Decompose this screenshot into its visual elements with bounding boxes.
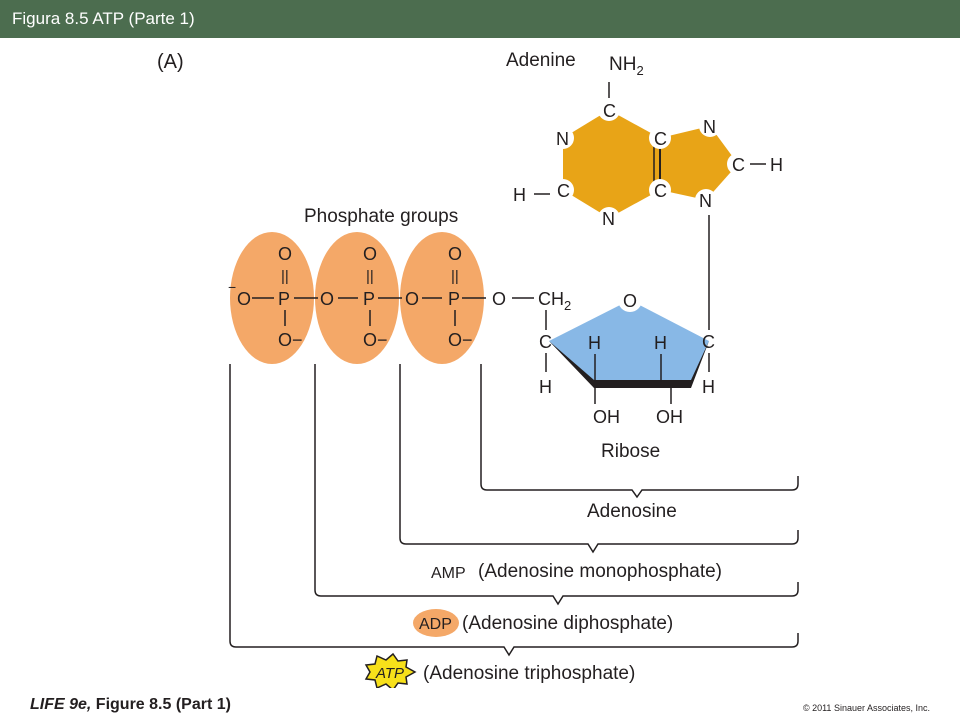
adenine-h-right: H [770, 155, 783, 175]
adp-abbr: ADP [419, 616, 452, 633]
adenine-amine: NH2 [609, 54, 644, 78]
ribose-oh-right: OH [656, 407, 683, 427]
atom-c4: C [557, 181, 570, 201]
p2-top-o: O [363, 244, 377, 264]
p3-top-o: O [448, 244, 462, 264]
adenine-five-ring [660, 126, 738, 200]
ribose-label: Ribose [601, 441, 660, 462]
adenine-atoms: C N C C C N N C N [552, 99, 749, 229]
ribose-h-c2: H [588, 333, 601, 353]
p1-top-o: O [278, 244, 292, 264]
ribose-bold-edge [549, 341, 709, 388]
figure-citation: LIFE 9e, Figure 8.5 (Part 1) [30, 696, 231, 714]
phosphate-groups: Phosphate groups − O O || P O− O O || P … [228, 206, 534, 364]
ribose-molecule: O CH2 C H C H H H OH OH Ribose [538, 288, 715, 462]
amp-name: (Adenosine monophosphate) [478, 561, 722, 582]
adenine-label: Adenine [506, 50, 576, 71]
atom-c1: C [603, 101, 616, 121]
ribose-h-right: H [702, 377, 715, 397]
p3-p: P [448, 289, 460, 309]
ribose-ring [549, 300, 709, 384]
panel-label: (A) [157, 51, 184, 73]
adp-badge [413, 609, 459, 637]
p3-double-bond: || [451, 268, 459, 285]
citation-figure: Figure 8.5 (Part 1) [91, 696, 231, 713]
atom-n2: N [602, 209, 615, 229]
citation-book: LIFE 9e, [30, 696, 92, 713]
atom-c5: C [732, 155, 745, 175]
adp-name: (Adenosine diphosphate) [462, 613, 673, 634]
bracket-adenosine [480, 364, 799, 499]
page-title: Figura 8.5 ATP (Parte 1) [12, 9, 195, 28]
ribose-ring-o: O [623, 291, 637, 311]
p1-double-bond: || [281, 268, 289, 285]
bracket-adp [314, 364, 799, 606]
p1-bottom-o: O− [278, 330, 303, 350]
p1-p: P [278, 289, 290, 309]
ribose-c-right: C [702, 332, 715, 352]
atom-c3: C [654, 181, 667, 201]
ribose-oh-left: OH [593, 407, 620, 427]
phosphate-label: Phosphate groups [304, 206, 458, 227]
atom-n1: N [556, 129, 569, 149]
atom-n3: N [703, 117, 716, 137]
title-bar: Figura 8.5 ATP (Parte 1) [0, 0, 960, 38]
adenine-h-left: H [513, 185, 526, 205]
p2-double-bond: || [366, 268, 374, 285]
adenine-molecule: Adenine NH2 C N C C C N N C N H H [506, 50, 783, 330]
p2-p: P [363, 289, 375, 309]
ribose-ch2: CH2 [538, 289, 571, 313]
atom-c2: C [654, 129, 667, 149]
charge-left: − [228, 279, 236, 295]
ribose-h-c3: H [654, 333, 667, 353]
p3-bottom-o: O− [448, 330, 473, 350]
adenosine-label: Adenosine [587, 501, 677, 522]
ribose-h-left: H [539, 377, 552, 397]
copyright: © 2011 Sinauer Associates, Inc. [802, 703, 930, 713]
bridge-o1: O [320, 289, 334, 309]
o-left: O [237, 289, 251, 309]
ribose-c-left: C [539, 332, 552, 352]
amp-abbr: AMP [431, 565, 466, 582]
adenine-six-ring [563, 110, 660, 218]
atom-n4: N [699, 191, 712, 211]
atp-starburst [364, 652, 417, 688]
p2-bottom-o: O− [363, 330, 388, 350]
atp-diagram: (A) Adenine NH2 C N C C C N N [157, 50, 799, 688]
bracket-amp [399, 364, 799, 554]
atp-abbr: ATP [375, 665, 404, 682]
bridge-o2: O [405, 289, 419, 309]
brackets [229, 364, 799, 657]
bracket-atp [229, 364, 799, 657]
bridge-o3: O [492, 289, 506, 309]
atp-name: (Adenosine triphosphate) [423, 663, 635, 684]
